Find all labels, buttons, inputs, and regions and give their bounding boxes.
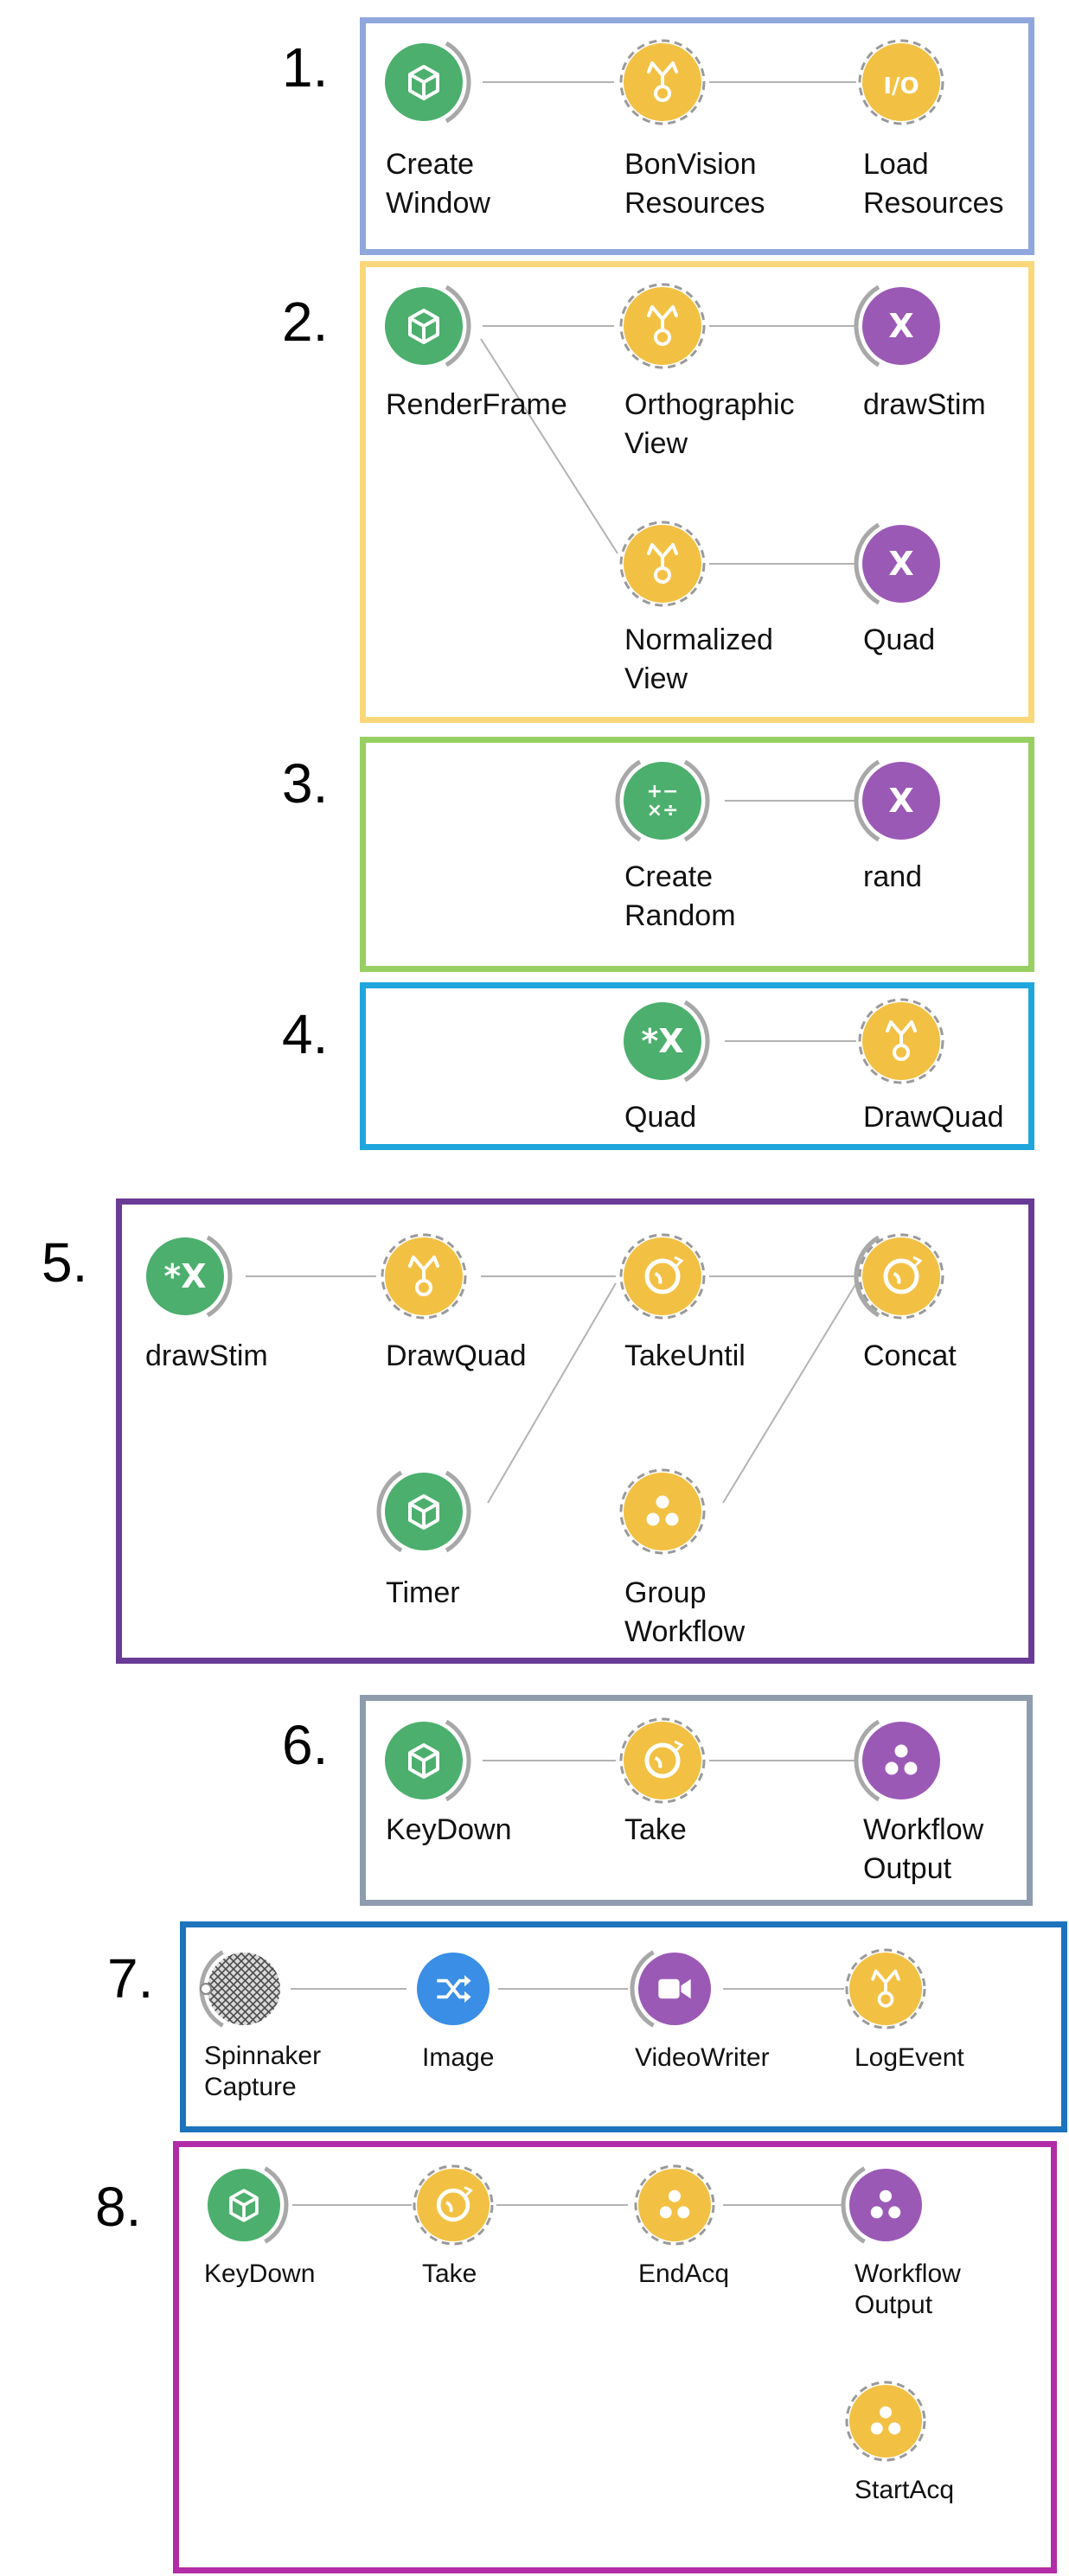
node-label: rand xyxy=(863,860,923,893)
svg-text:*X: *X xyxy=(641,1022,683,1060)
panel-5-number: 5. xyxy=(42,1231,88,1294)
node-cube-icon[interactable] xyxy=(385,41,471,124)
node-x-icon[interactable]: X xyxy=(854,759,940,842)
node-label: TakeUntil xyxy=(624,1339,746,1372)
svg-text:X: X xyxy=(888,782,913,820)
node-sink-icon[interactable] xyxy=(619,39,706,125)
node-hatched-source-icon[interactable] xyxy=(199,1950,280,2028)
node-label: Quad xyxy=(863,623,936,656)
node-label: VideoWriter xyxy=(635,2043,770,2072)
node-cube-icon[interactable] xyxy=(385,284,471,368)
svg-text:×÷: ×÷ xyxy=(647,800,679,821)
node-label: BonVision Resources xyxy=(624,148,765,220)
node-label: Image xyxy=(422,2043,495,2072)
node-x-icon[interactable]: X xyxy=(854,284,940,368)
node-label: drawStim xyxy=(145,1339,268,1372)
node-label: Create Random xyxy=(624,860,736,932)
node-label: KeyDown xyxy=(204,2260,316,2288)
node-label: LogEvent xyxy=(855,2043,964,2072)
node-sink-icon[interactable] xyxy=(381,1233,467,1320)
node-math-icon[interactable]: +−×÷ xyxy=(615,759,710,842)
node-shuffle-icon[interactable] xyxy=(417,1953,490,2025)
svg-text:*X: *X xyxy=(163,1257,206,1295)
node-label: Timer xyxy=(386,1576,460,1609)
node-label: Concat xyxy=(863,1339,957,1372)
node-label: Group Workflow xyxy=(624,1576,746,1648)
svg-text:X: X xyxy=(888,307,913,345)
svg-text:X: X xyxy=(888,545,913,583)
panel-5-frame xyxy=(116,1199,1034,1664)
panel-2-frame xyxy=(360,261,1034,723)
panel-1-frame xyxy=(360,17,1034,255)
panel-1-number: 1. xyxy=(282,36,329,99)
node-group-icon[interactable] xyxy=(841,2166,922,2244)
node-cube-icon[interactable] xyxy=(376,1470,471,1553)
node-label: Quad xyxy=(624,1101,697,1134)
node-combinator-icon[interactable] xyxy=(619,1233,706,1320)
panel-3-number: 3. xyxy=(282,752,329,815)
node-label: Load Resources xyxy=(863,148,1004,220)
node-sink-icon[interactable] xyxy=(619,521,706,607)
panel-4-number: 4. xyxy=(282,1003,329,1065)
node-label: DrawQuad xyxy=(386,1339,527,1372)
node-star-x-icon[interactable]: *X xyxy=(624,1000,710,1083)
panel-8-frame xyxy=(173,2141,1057,2573)
node-star-x-icon[interactable]: *X xyxy=(146,1235,233,1318)
node-label: KeyDown xyxy=(386,1813,512,1846)
node-cube-icon[interactable] xyxy=(208,2166,289,2244)
panel-6-number: 6. xyxy=(282,1714,329,1776)
node-sink-icon[interactable] xyxy=(619,283,706,369)
node-label: Orthographic View xyxy=(624,388,795,460)
node-label: Spinnaker Capture xyxy=(204,2042,322,2101)
panel-7-number: 7. xyxy=(107,1947,154,2010)
panel-4-frame xyxy=(360,982,1034,1150)
node-group-icon[interactable] xyxy=(634,2164,715,2246)
node-combinator-icon[interactable] xyxy=(619,1717,706,1804)
panel-8-number: 8. xyxy=(95,2176,142,2238)
node-label: Normalized View xyxy=(624,623,773,695)
panel-7-frame xyxy=(180,1921,1067,2132)
node-label: drawStim xyxy=(863,388,986,421)
node-x-icon[interactable]: X xyxy=(854,522,940,605)
node-label: Workflow Output xyxy=(863,1813,984,1885)
node-label: StartAcq xyxy=(855,2476,955,2504)
panel-2-number: 2. xyxy=(282,291,329,353)
node-label: EndAcq xyxy=(638,2260,730,2288)
svg-text:+−: +− xyxy=(647,781,679,802)
node-combinator-icon[interactable] xyxy=(413,2164,494,2246)
node-label: Create Window xyxy=(386,148,490,220)
node-combinator-icon[interactable] xyxy=(854,1233,944,1320)
node-sink-icon[interactable] xyxy=(845,1948,926,2029)
panel-3-frame xyxy=(360,737,1034,972)
node-label: DrawQuad xyxy=(863,1101,1004,1134)
node-io-icon[interactable]: I/O xyxy=(858,39,944,125)
node-group-icon[interactable] xyxy=(845,2381,926,2462)
node-group-icon[interactable] xyxy=(854,1719,940,1802)
panel-6-frame xyxy=(360,1695,1033,1906)
node-camera-icon[interactable] xyxy=(630,1950,711,2028)
svg-text:I/O: I/O xyxy=(883,74,919,99)
node-sink-icon[interactable] xyxy=(858,998,944,1084)
node-group-icon[interactable] xyxy=(619,1468,706,1555)
node-label: Workflow Output xyxy=(855,2260,961,2319)
node-label: Take xyxy=(624,1813,687,1846)
edges xyxy=(246,81,857,2206)
node-label: Take xyxy=(422,2260,477,2288)
node-label: RenderFrame xyxy=(386,388,567,421)
nodes: I/O X X +−×÷ X *X *X xyxy=(146,39,944,2462)
node-cube-icon[interactable] xyxy=(385,1719,471,1802)
